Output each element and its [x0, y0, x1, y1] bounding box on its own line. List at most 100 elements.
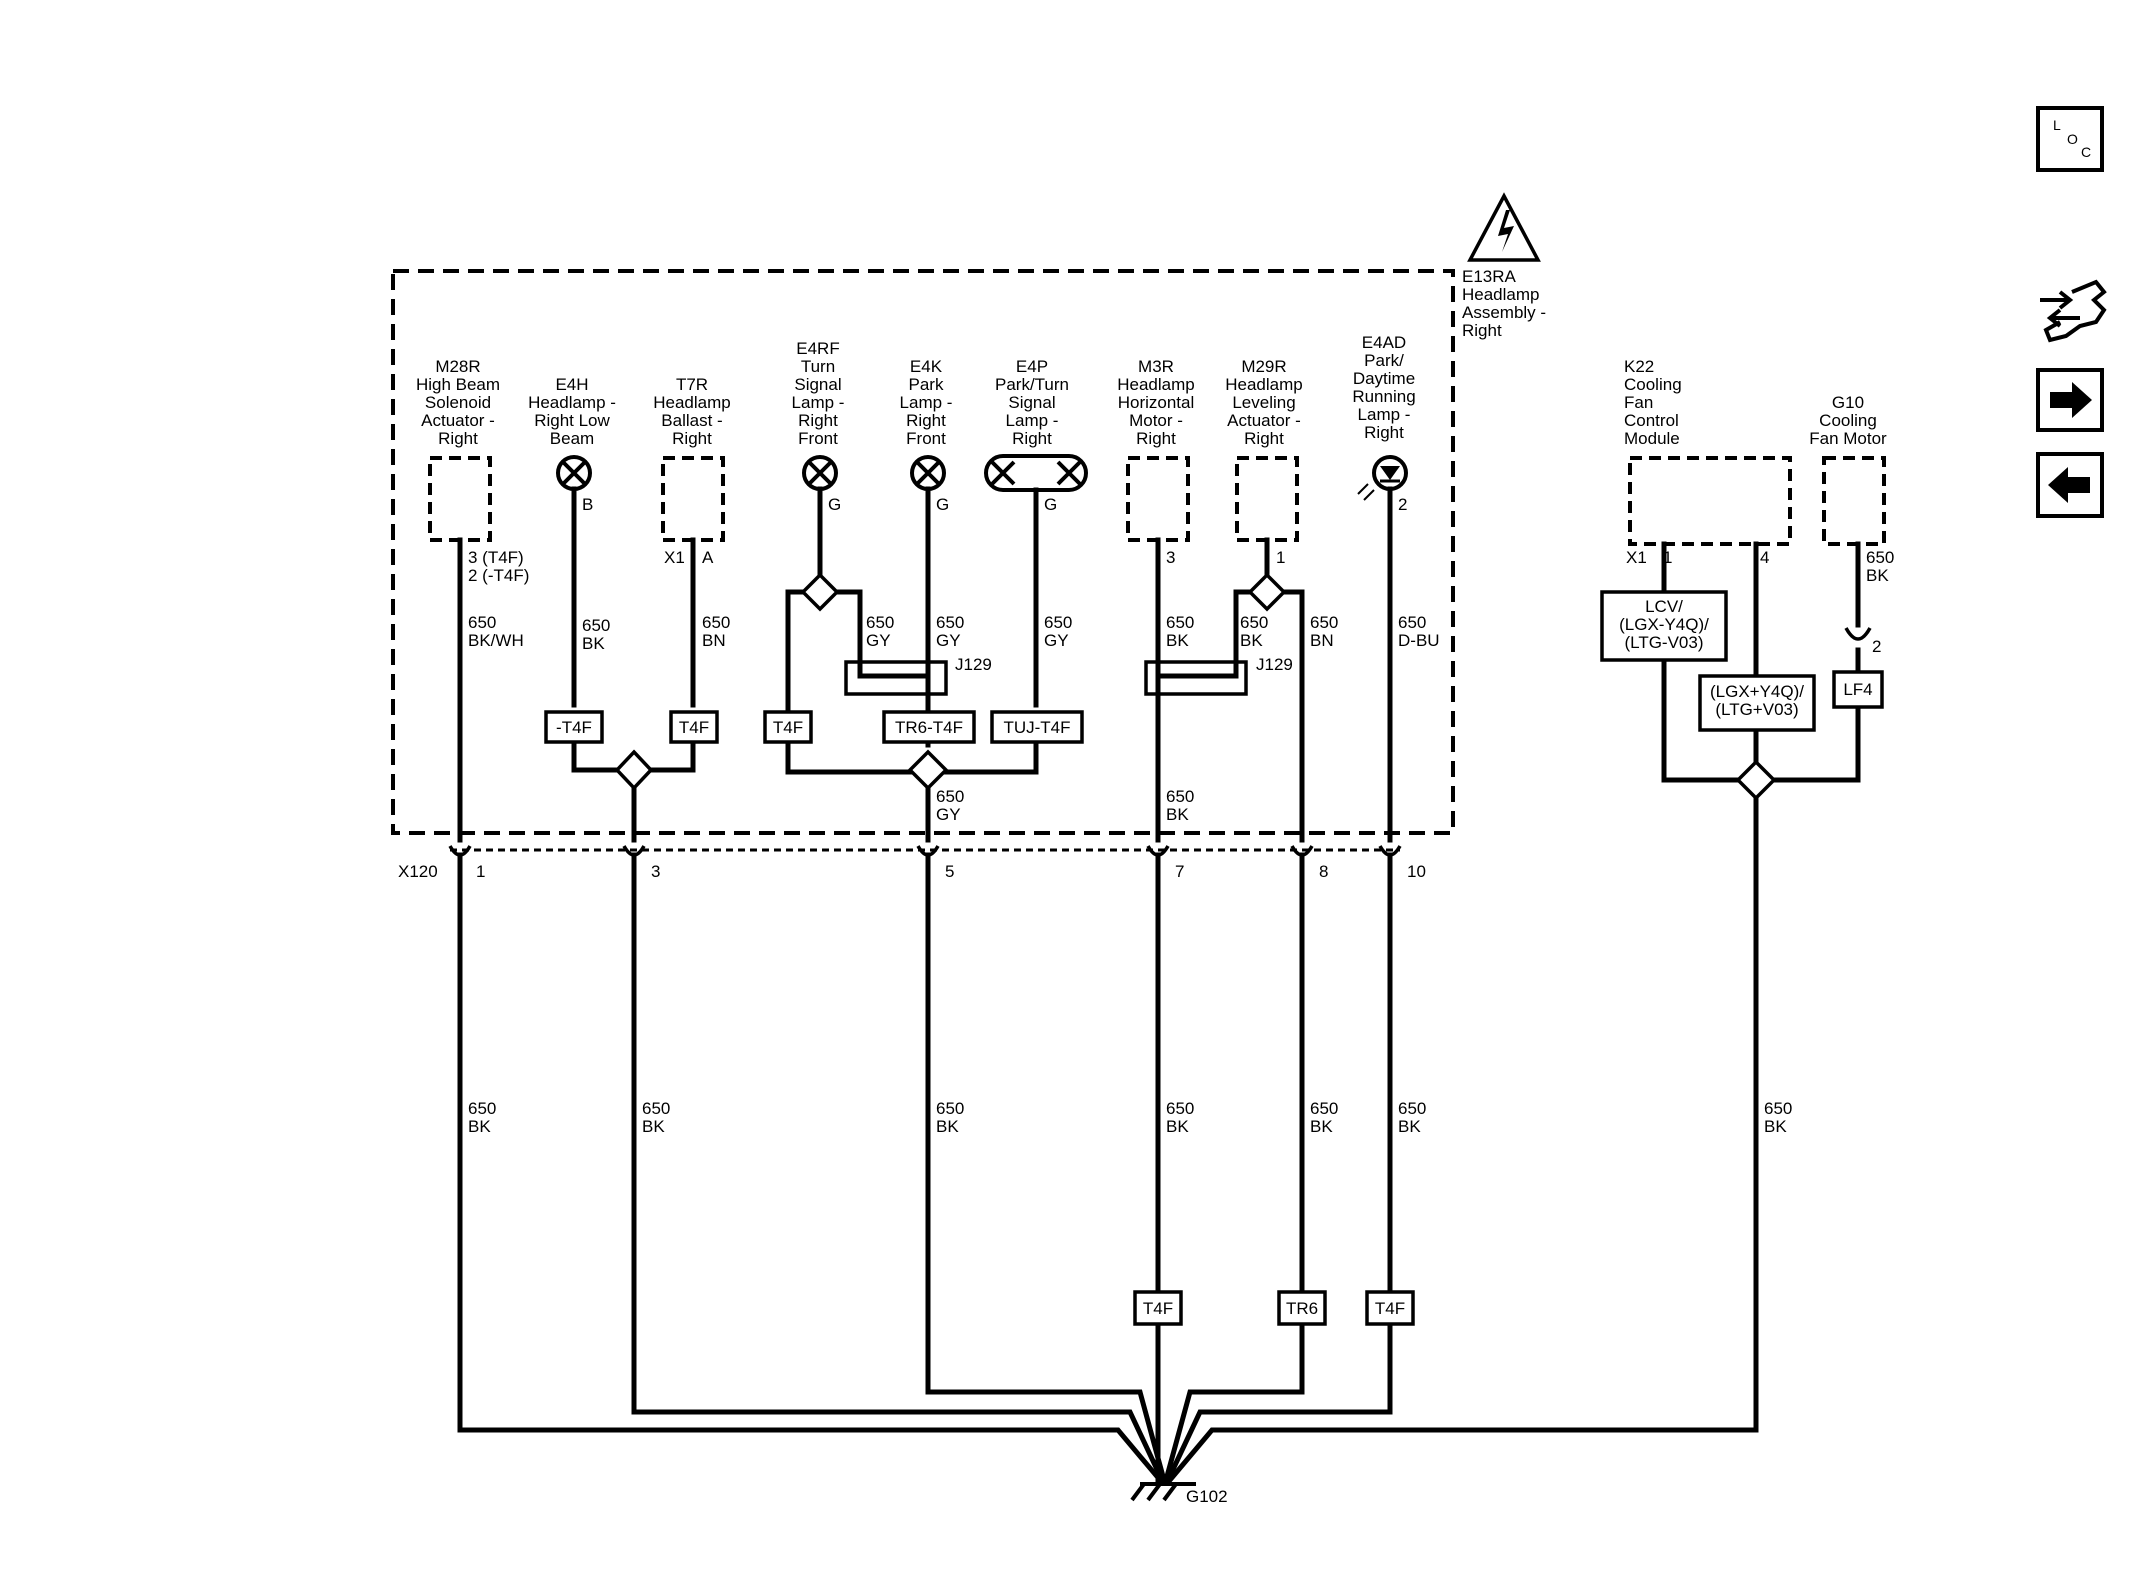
- g10-inline-connector: [1844, 627, 1872, 641]
- e4ad-led-icon: [1357, 455, 1408, 501]
- component-line: Right: [1136, 429, 1176, 448]
- component-line: Headlamp -: [528, 393, 616, 412]
- component-line: Actuator -: [421, 411, 495, 430]
- component-line: Actuator -: [1227, 411, 1301, 430]
- wire-segments: [457, 486, 1861, 1484]
- wire-color: BK/WH: [468, 631, 524, 650]
- e4k-lamp-icon: [910, 455, 946, 491]
- wire-circuit: 650: [1398, 613, 1426, 632]
- component-line: Beam: [550, 429, 594, 448]
- wire-color: GY: [936, 805, 961, 824]
- component-line: Park/: [1364, 351, 1404, 370]
- component-id-m3r: M3R: [1138, 357, 1174, 376]
- connector-end-view-icon: [2040, 279, 2107, 343]
- x120-pin-10: 10: [1407, 862, 1426, 881]
- next-page-arrow-icon: [2050, 382, 2092, 418]
- option-lcv-line: (LTG-V03): [1624, 633, 1703, 652]
- wire-circuit: 650: [1866, 548, 1894, 567]
- option-box: [990, 710, 1084, 744]
- component-id-e4p: E4P: [1016, 357, 1048, 376]
- e4h-lamp-icon: [556, 455, 592, 491]
- wire-circuit: 650: [468, 613, 496, 632]
- option-tuj-t4f: TUJ-T4F: [1003, 718, 1070, 737]
- component-line: Right: [672, 429, 712, 448]
- component-line: Park/Turn: [995, 375, 1069, 394]
- component-line: Horizontal: [1118, 393, 1195, 412]
- component-line: Cooling: [1624, 375, 1682, 394]
- loc-letter-l: L: [2053, 117, 2061, 133]
- loc-letter-o: O: [2067, 131, 2078, 147]
- wire-circuit: 650: [1240, 613, 1268, 632]
- component-line: Cooling: [1819, 411, 1877, 430]
- wire-circuit: 650: [1310, 1099, 1338, 1118]
- t7r-ballast-symbol: [661, 456, 725, 542]
- component-id-g10: G10: [1832, 393, 1864, 412]
- option-box: [1365, 1290, 1415, 1326]
- loc-letter-c: C: [2081, 144, 2091, 160]
- component-line: Solenoid: [425, 393, 491, 412]
- g10-pin: 2: [1872, 637, 1881, 656]
- m29r-pin: 1: [1276, 548, 1285, 567]
- component-line: Park: [909, 375, 944, 394]
- wire-color: BK: [936, 1117, 959, 1136]
- component-line: Right: [1244, 429, 1284, 448]
- option-t4f-e4rf: T4F: [773, 718, 803, 737]
- component-line: Running: [1352, 387, 1415, 406]
- option-tr6-t4f: TR6-T4F: [895, 718, 963, 737]
- loc-button[interactable]: L O C: [2036, 106, 2104, 172]
- component-id-e4rf: E4RF: [796, 339, 839, 358]
- x120-terminals: [448, 845, 1402, 857]
- k22-pin-1: 1: [1663, 548, 1672, 567]
- option-box-lcv: [1600, 590, 1728, 662]
- ground-symbol-icon: [1130, 1482, 1196, 1502]
- m28r-pin: 3 (T4F): [468, 548, 524, 567]
- next-page-button[interactable]: [2036, 368, 2104, 432]
- component-line: Right: [1012, 429, 1052, 448]
- k22-pin-4: 4: [1760, 548, 1769, 567]
- headlamp-assembly-outline: [391, 269, 1455, 835]
- e4h-pin: B: [582, 495, 593, 514]
- component-line: Headlamp: [1225, 375, 1303, 394]
- wire-circuit: 650: [1310, 613, 1338, 632]
- assembly-id: E13RA: [1462, 267, 1517, 286]
- wire-color: GY: [866, 631, 891, 650]
- wire-color: BK: [1398, 1117, 1421, 1136]
- m29r-actuator-symbol: [1235, 456, 1299, 542]
- component-line: Lamp -: [900, 393, 953, 412]
- x120-pin-8: 8: [1319, 862, 1328, 881]
- assembly-name-3: Right: [1462, 321, 1502, 340]
- component-id-e4k: E4K: [910, 357, 943, 376]
- component-line: Ballast -: [661, 411, 722, 430]
- component-line: Fan: [1624, 393, 1653, 412]
- connector-end-view-button[interactable]: [2040, 279, 2107, 343]
- previous-page-button[interactable]: [2036, 452, 2104, 518]
- component-id-e4h: E4H: [555, 375, 588, 394]
- g10-motor-symbol: [1822, 456, 1886, 546]
- component-id-k22: K22: [1624, 357, 1654, 376]
- m3r-pin: 3: [1166, 548, 1175, 567]
- option-box: [1133, 1290, 1183, 1326]
- component-line: Lamp -: [1358, 405, 1411, 424]
- option-box: [669, 710, 719, 744]
- option-box: [763, 710, 813, 744]
- option-box-lgx: [1698, 674, 1816, 732]
- component-id-e4ad: E4AD: [1362, 333, 1406, 352]
- component-line: Right: [906, 411, 946, 430]
- component-line: Right Low: [534, 411, 610, 430]
- option-lgx-line: (LGX+Y4Q)/: [1710, 682, 1804, 701]
- wire-color: BK: [1166, 631, 1189, 650]
- option-t4f-m3r: T4F: [1143, 1299, 1173, 1318]
- wire-color: GY: [1044, 631, 1069, 650]
- component-line: Lamp -: [792, 393, 845, 412]
- j129-label-a: J129: [955, 655, 992, 674]
- previous-page-arrow-icon: [2048, 467, 2090, 503]
- option-box: [882, 710, 976, 744]
- wire-circuit: 650: [1166, 1099, 1194, 1118]
- wire-color: BK: [1310, 1117, 1333, 1136]
- splice-m29r: [1247, 572, 1287, 612]
- wire-color: BN: [702, 631, 726, 650]
- wire-circuit: 650: [1166, 613, 1194, 632]
- component-line: Signal: [794, 375, 841, 394]
- t7r-connector: X1: [664, 548, 685, 567]
